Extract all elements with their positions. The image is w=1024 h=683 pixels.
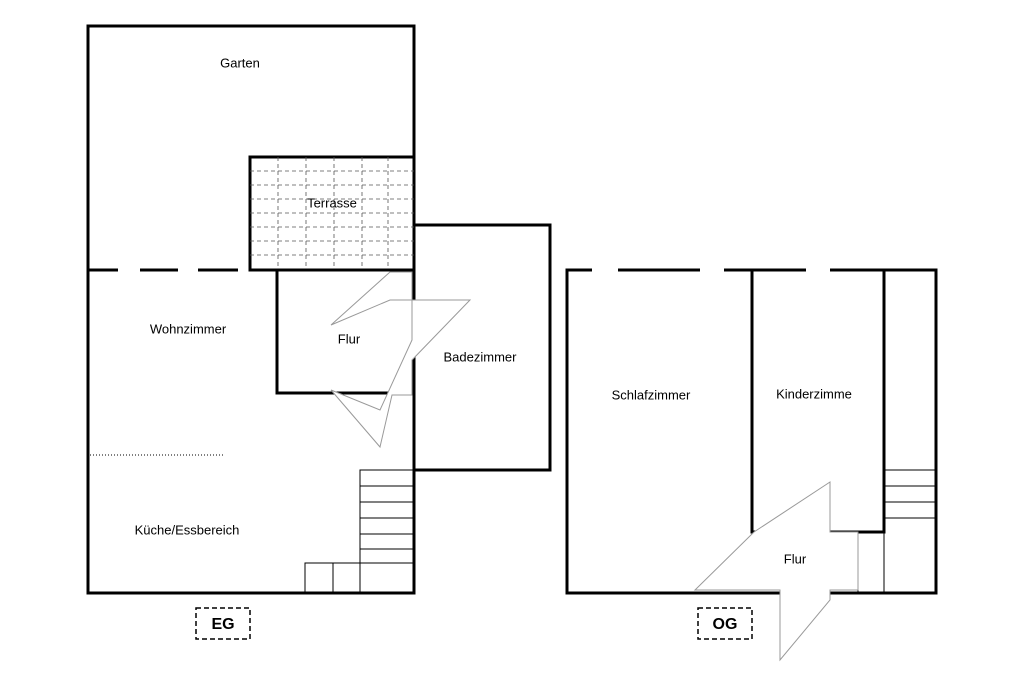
eg-flur-label: Flur <box>338 331 361 346</box>
kinderzimmer-label: Kinderzimme <box>776 386 852 401</box>
wohnzimmer-label: Wohnzimmer <box>150 321 227 336</box>
eg-stairs <box>304 469 415 594</box>
og-floor-badge <box>697 607 753 640</box>
eg-entrance-arrow <box>330 271 472 449</box>
og-entrance-arrow <box>693 481 859 662</box>
garten-label: Garten <box>220 55 260 70</box>
eg-house-outline <box>86 268 416 595</box>
eg-floor-badge <box>195 607 251 640</box>
eg-plan: Garten Terrasse Wohnzimmer Flur Badezimm… <box>86 24 552 640</box>
eg-floor-label: EG <box>211 616 234 633</box>
og-flur-label: Flur <box>784 551 807 566</box>
eg-flur-walls <box>275 268 416 395</box>
kueche-label: Küche/Essbereich <box>135 522 240 537</box>
og-plan: Schlafzimmer Kinderzimme Flur OG <box>565 268 938 662</box>
schlafzimmer-label: Schlafzimmer <box>612 387 691 402</box>
terrace-tiles <box>250 157 414 270</box>
badezimmer-label: Badezimmer <box>444 349 518 364</box>
og-floor-label: OG <box>713 616 738 633</box>
terrasse-label: Terrasse <box>307 195 357 210</box>
garden-outline <box>86 24 416 272</box>
bathroom-outline <box>412 223 552 472</box>
terrace-outline <box>248 155 416 272</box>
